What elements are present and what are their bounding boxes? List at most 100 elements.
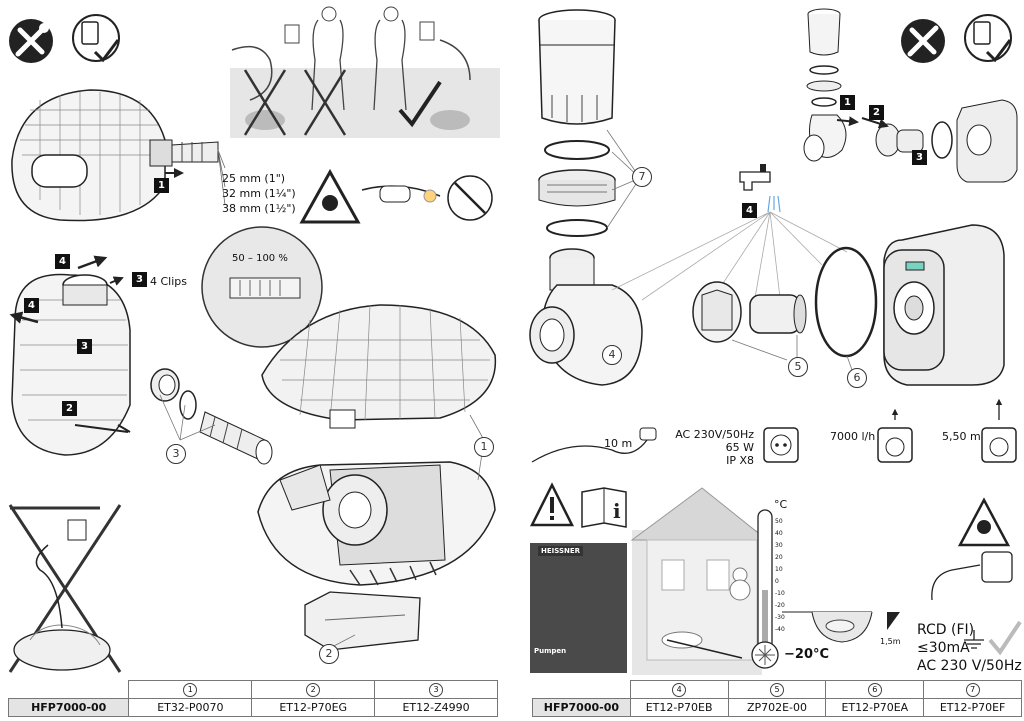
part-number-3: 3 [166,444,186,464]
clips-label: 4 Clips [150,275,188,288]
thermo-tick-10: 10 [775,566,783,573]
left-panel: 25 mm (1") 32 mm (1¼") 38 mm (1½") 4 Cli… [7,6,500,717]
cable-length-label: 10 m [604,437,633,450]
unplug-check-icon [72,14,120,63]
hose-size-38: 38 mm (1½") [222,202,296,215]
unplug-before-water-scene [230,6,500,138]
flow-range-label: 50 – 100 % [232,253,288,264]
unplug-check-icon-right [964,14,1012,63]
part-number-6: 6 [847,368,867,388]
electric-warning-triangle [957,497,1011,547]
parts-table-right: 4 5 6 7 HFP7000-00 ET12-P70EB ZP702E-00 … [532,680,1022,717]
table-num-1: 1 [183,683,198,697]
power-cable [531,427,657,463]
flow-adjust-detail [201,226,371,361]
right-illustrations: i [529,8,1022,675]
left-illustrations [8,6,500,673]
parts-table-left: 1 2 3 HFP7000-00 ET32-P0070 ET12-P70EG E… [7,680,498,717]
thermo-tick-30: 30 [775,542,783,549]
flow-rate-icon [877,408,913,463]
table-num-3: 3 [429,683,444,697]
hose-size-32: 32 mm (1¼") [222,187,296,200]
part-code-6: ET12-P70EA [825,698,925,717]
thermo-tick-50: 50 [775,518,783,525]
step-badge-3-right: 3 [912,150,927,165]
part-code-4: ET12-P70EB [629,698,729,717]
part-code-3: ET12-Z4990 [374,698,498,717]
house-winter-scene [630,487,769,675]
pump-illustration [11,89,219,222]
thermo-tick-0: 0 [775,578,779,585]
no-pull-cable-scene [8,504,122,673]
step-badge-3-top: 3 [132,272,147,287]
frozen-pond [782,611,900,643]
depth-label: 1,5m [880,637,901,646]
tools-icon [9,19,53,63]
part-number-5: 5 [788,357,808,377]
part-code-5: ZP702E-00 [727,698,827,717]
thermo-tick-40: 40 [775,530,783,537]
info-book-icon: i [581,487,627,528]
thermo-tick-minus30: -30 [775,614,785,621]
connector-parts [150,368,273,465]
step-badge-4-top: 4 [55,254,70,269]
model-code-left: HFP7000-00 [7,698,130,717]
water-tap-icon [739,164,781,213]
thermo-unit: °C [774,498,788,511]
motor-block [883,224,1005,386]
rcd-voltage-label: AC 230 V/50Hz [917,658,1022,674]
exploded-view-small [803,8,1018,183]
rcd-label: RCD (FI) [917,622,975,638]
model-code-right: HFP7000-00 [532,698,631,717]
thermo-tick-minus10: -10 [775,590,785,597]
plug-icon [361,175,493,221]
table-num-7: 7 [965,683,980,697]
ground-symbol-icon [964,630,984,649]
power-voltage-label: AC 230V/50Hz [675,428,754,441]
step-badge-2-right: 2 [869,105,884,120]
part-number-4: 4 [602,345,622,365]
thermo-tick-minus40: -40 [775,626,785,633]
part-code-1: ET32-P0070 [128,698,253,717]
min-temp-label: −20°C [784,647,830,662]
ip-rating-label: IP X8 [726,454,754,467]
thermo-tick-minus20: -20 [775,602,785,609]
manual-booklet-image: HEISSNER Pumpen [530,543,627,673]
pump-lid [261,304,497,429]
svg-text:i: i [613,499,621,523]
booklet-title: Pumpen [534,647,567,655]
thermometer-icon [751,509,779,669]
table-num-6: 6 [867,683,882,697]
pump-base [257,461,496,586]
step-badge-4-left: 4 [24,298,39,313]
part-code-7: ET12-P70EF [923,698,1022,717]
o-ring [814,246,878,358]
filter-tray [304,591,421,651]
flow-rate-label: 7000 l/h [830,430,876,443]
power-watt-label: 65 W [725,441,754,454]
part-number-1: 1 [474,437,494,457]
step-badge-1-right: 1 [840,95,855,110]
head-height-label: 5,50 m [942,430,981,443]
table-num-5: 5 [769,683,784,697]
warning-triangle-icon [299,168,361,224]
part-code-2: ET12-P70EG [251,698,376,717]
thermo-tick-20: 20 [775,554,783,561]
table-num-2: 2 [306,683,321,697]
step-badge-2: 2 [62,401,77,416]
step-badge-4-right: 4 [742,203,757,218]
part-number-2: 2 [319,644,339,664]
rcd-check-icon [988,620,1022,656]
step-badge-3-mid: 3 [77,339,92,354]
booklet-brand: HEISSNER [538,546,584,556]
head-height-icon [981,398,1017,463]
table-num-4: 4 [672,683,687,697]
rcd-current-label: ≤30mA [917,640,970,656]
pump-disassembly [11,273,131,456]
pump-housing [529,248,643,386]
plug-hand-icon [931,551,1013,601]
socket-icon [763,427,799,463]
caution-triangle-icon [529,482,575,527]
part-number-7: 7 [632,167,652,187]
